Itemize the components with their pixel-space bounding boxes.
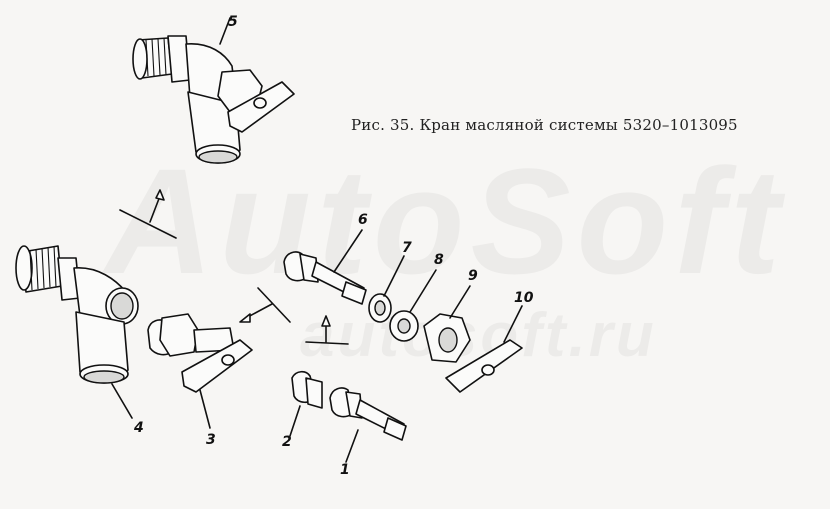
- callout-10: 10: [514, 290, 534, 306]
- part-8-washer: [389, 269, 437, 342]
- callout-7: 7: [402, 240, 412, 256]
- callout-8: 8: [434, 252, 444, 268]
- callout-4: 4: [134, 420, 144, 436]
- part-10-handle: [445, 305, 523, 393]
- part-1-spindle: [329, 387, 407, 463]
- part-2-plug: [289, 370, 323, 437]
- part-7-washer: [368, 255, 405, 323]
- figure-caption: Рис. 35. Кран масляной системы 5320–1013…: [351, 116, 738, 134]
- part-6-spindle: [283, 229, 367, 305]
- part-3-plug-assembly: [147, 313, 253, 429]
- callout-9: 9: [468, 268, 478, 284]
- part-9-nut: [423, 285, 471, 363]
- callout-5: 5: [228, 14, 238, 30]
- part-5-assembled-valve: [132, 17, 295, 164]
- callout-3: 3: [206, 432, 216, 448]
- callout-1: 1: [340, 462, 350, 478]
- assembly-arrows: [119, 189, 349, 345]
- part-4-body: [15, 245, 139, 419]
- callout-2: 2: [282, 434, 292, 450]
- callout-6: 6: [358, 212, 368, 228]
